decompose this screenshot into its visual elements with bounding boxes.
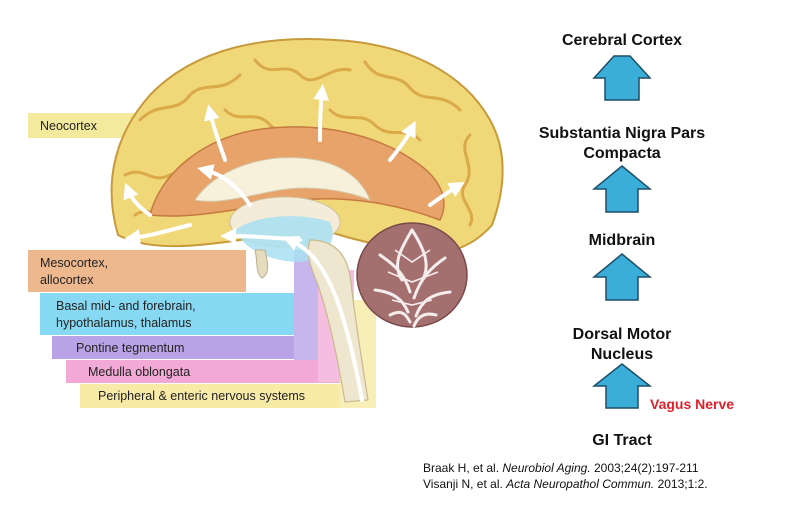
flow-snpc-line2: Compacta	[583, 145, 661, 162]
vagus-nerve-label: Vagus Nerve	[650, 396, 735, 412]
arrow-top-1	[203, 104, 227, 162]
flow-midbrain: Midbrain	[588, 232, 656, 249]
arrow-frontal	[123, 182, 152, 217]
arrow-up-left	[197, 164, 252, 207]
mesocortex-band	[28, 250, 246, 292]
reference-1: Braak H, et al. Neurobiol Aging. 2003;24…	[423, 461, 699, 475]
label-mesocortex-1: Mesocortex,	[40, 256, 108, 270]
flow-gi-tract: GI Tract	[592, 432, 652, 449]
label-neocortex: Neocortex	[40, 119, 98, 133]
ref2-authors: Visanji N, et al.	[423, 477, 507, 491]
flow-dmn: Dorsal Motor Nucleus	[512, 325, 732, 365]
basal-arrow	[220, 228, 302, 245]
arrow-back	[428, 181, 465, 207]
ref2-journal: Acta Neuropathol Commun.	[506, 477, 655, 491]
band-labels: Neocortex Mesocortex, allocortex Basal m…	[40, 119, 305, 403]
label-medulla: Medulla oblongata	[88, 365, 190, 379]
up-arrow-4	[591, 363, 653, 409]
label-basal-2: hypothalamus, thalamus	[56, 316, 192, 330]
flow-snpc: Substantia Nigra Pars Compacta	[492, 124, 752, 164]
ref2-rest: 2013;1:2.	[654, 477, 708, 491]
cerebellum	[356, 222, 468, 328]
ascending-path	[282, 236, 364, 402]
flow-dmn-line1: Dorsal Motor	[572, 326, 672, 343]
ref1-journal: Neurobiol Aging.	[502, 461, 591, 475]
flow-cerebral-cortex: Cerebral Cortex	[561, 32, 683, 49]
basal-band	[40, 293, 340, 335]
medulla-band	[66, 360, 356, 383]
arrow-top-3	[388, 120, 416, 162]
pontine-band	[52, 336, 342, 359]
arrow-top-2	[313, 84, 330, 142]
up-arrow-3	[591, 253, 653, 301]
arrow-occipital	[124, 223, 192, 246]
reference-2: Visanji N, et al. Acta Neuropathol Commu…	[423, 477, 708, 491]
up-arrow-1	[592, 55, 652, 101]
label-mesocortex-2: allocortex	[40, 273, 94, 287]
up-arrow-2	[591, 165, 653, 213]
ref1-rest: 2003;24(2):197-211	[590, 461, 699, 475]
label-peripheral: Peripheral & enteric nervous systems	[98, 389, 305, 403]
label-pontine: Pontine tegmentum	[76, 341, 184, 355]
flow-snpc-line1: Substantia Nigra Pars	[538, 125, 706, 142]
flow-arrows	[591, 55, 653, 409]
label-basal-1: Basal mid- and forebrain,	[56, 299, 196, 313]
peripheral-band	[80, 384, 376, 408]
flow-dmn-line2: Nucleus	[590, 346, 654, 363]
progression-arrows	[123, 84, 465, 402]
ref1-authors: Braak H, et al.	[423, 461, 503, 475]
